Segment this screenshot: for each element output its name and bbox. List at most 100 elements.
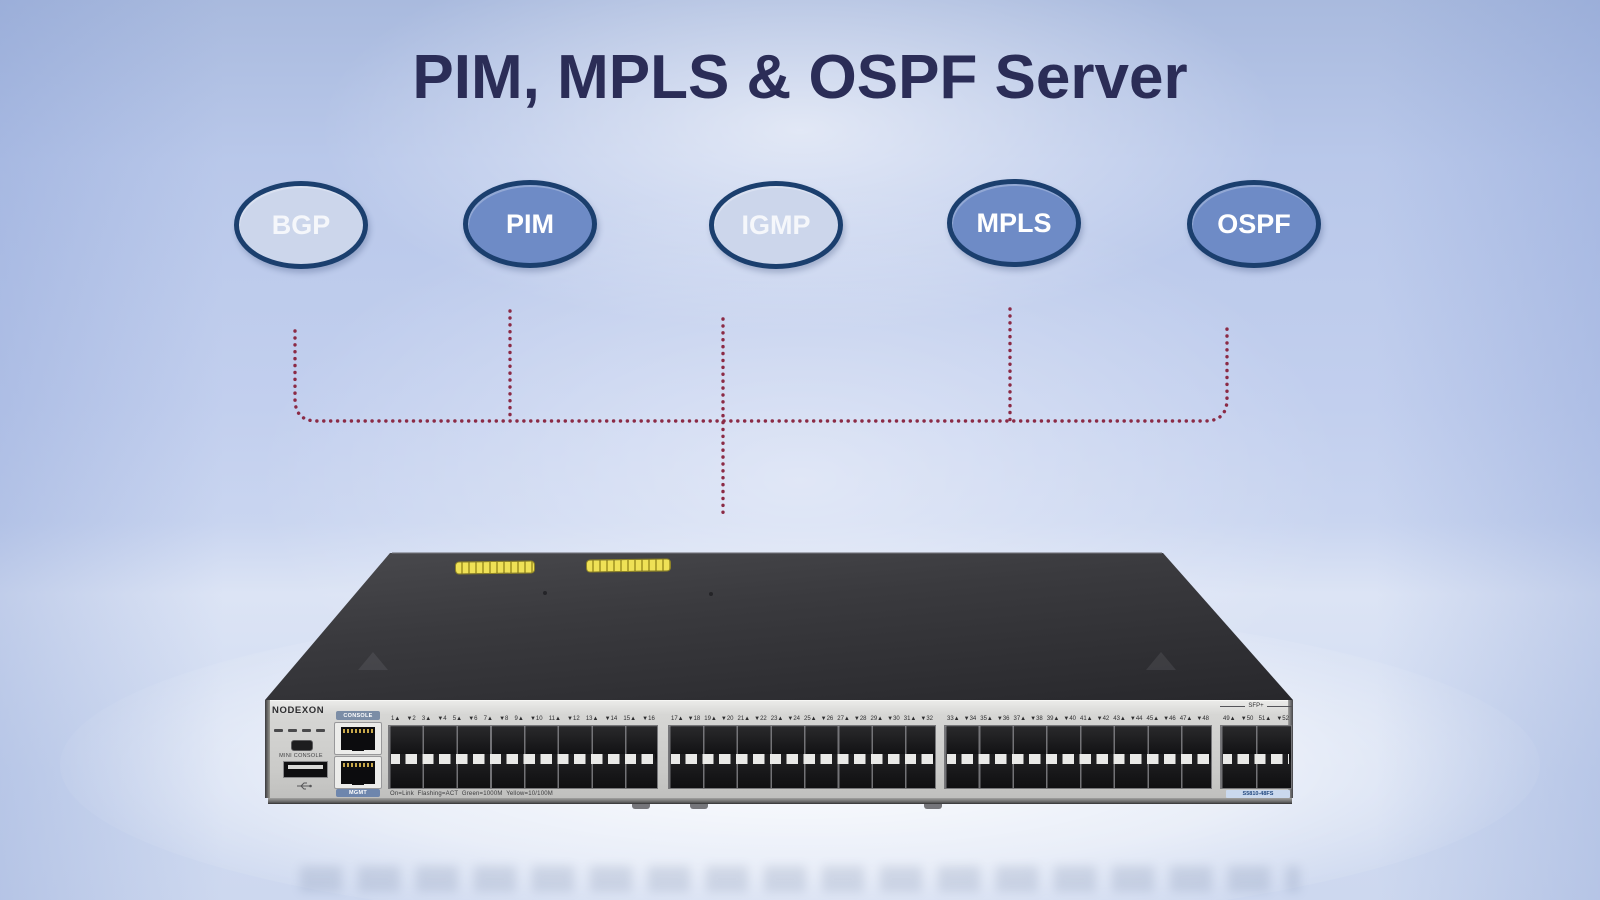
background-glow-top xyxy=(300,0,1300,340)
protocol-bubble-ospf: OSPF xyxy=(1187,180,1321,268)
port-number-label: ▼26 xyxy=(820,716,834,722)
console-port-label: CONSOLE xyxy=(336,711,380,720)
port-number-label: ▼28 xyxy=(853,716,867,722)
rj45-pins xyxy=(343,729,373,733)
port-number-label: ▼40 xyxy=(1063,716,1076,722)
warning-sticker xyxy=(454,560,536,575)
port-number-label: 13▲ xyxy=(585,716,599,722)
status-led xyxy=(316,729,325,732)
port-number-label: 37▲ xyxy=(1013,716,1027,722)
protocol-bubble-igmp: IGMP xyxy=(709,181,843,269)
sfp-cage-grid xyxy=(668,725,936,789)
sfp-plus-label: SFP+ xyxy=(1248,703,1264,709)
port-number-label: ▼48 xyxy=(1196,716,1209,722)
usb-icon xyxy=(297,782,312,790)
rj45-notch xyxy=(352,745,364,751)
port-number-label: ▼14 xyxy=(604,716,618,722)
switch-top-cover xyxy=(265,553,1293,700)
port-number-label: ▼36 xyxy=(996,716,1010,722)
port-number-label: 19▲ xyxy=(704,716,717,722)
port-number-label: ▼12 xyxy=(567,716,580,722)
sfp-plus-caption: SFP+ xyxy=(1220,703,1292,709)
port-number-label: ▼42 xyxy=(1096,716,1110,722)
sfp-cage-grid xyxy=(944,725,1212,789)
port-number-label: ▼22 xyxy=(754,716,767,722)
protocol-bubble-bgp: BGP xyxy=(234,181,368,269)
port-number-label: 31▲ xyxy=(903,716,917,722)
sfp-latches xyxy=(391,754,655,764)
port-number-label: 45▲ xyxy=(1146,716,1160,722)
model-number-badge: S5810-48FS xyxy=(1226,790,1290,798)
port-number-label: 5▲ xyxy=(452,716,463,722)
mgmt-port-label: MGMT xyxy=(336,789,380,797)
usb-tongue xyxy=(288,765,323,769)
sfp-cage-grid xyxy=(388,725,658,789)
port-number-label: 33▲ xyxy=(947,716,960,722)
port-number-label: ▼46 xyxy=(1163,716,1176,722)
port-number-label: 17▲ xyxy=(671,716,684,722)
status-led xyxy=(302,729,311,732)
screw xyxy=(543,591,547,595)
brand-logo: NODEXON xyxy=(272,705,325,716)
switch-bottom-rim xyxy=(268,798,1292,804)
protocol-bubble-pim: PIM xyxy=(463,180,597,268)
port-number-label: ▼50 xyxy=(1240,716,1254,722)
rj45-jack xyxy=(341,761,375,785)
rj45-jack xyxy=(341,727,375,751)
sfp-cage-grid xyxy=(1220,725,1292,789)
port-number-label: ▼16 xyxy=(642,716,655,722)
port-number-label: ▼32 xyxy=(920,716,933,722)
port-number-label: ▼24 xyxy=(787,716,800,722)
port-number-row: 49▲ ▼50 51▲ ▼52 xyxy=(1220,711,1292,722)
port-number-label: 49▲ xyxy=(1223,716,1236,722)
console-rj45-port xyxy=(334,722,382,755)
port-number-label: 27▲ xyxy=(837,716,850,722)
sfp-plus-port-bank: 49▲ ▼50 51▲ ▼52 xyxy=(1220,711,1292,789)
protocol-label: BGP xyxy=(271,209,331,240)
port-number-label: 1▲ xyxy=(391,716,401,722)
sfp-latches xyxy=(1223,754,1289,764)
screw xyxy=(709,592,713,596)
port-number-label: 11▲ xyxy=(548,716,561,722)
status-led xyxy=(288,729,297,732)
rj45-notch xyxy=(352,779,364,785)
caption-line xyxy=(1220,705,1246,707)
sfp-latches xyxy=(947,754,1209,764)
protocol-label: MPLS xyxy=(976,207,1052,238)
port-number-label: 43▲ xyxy=(1113,716,1126,722)
port-number-label: ▼4 xyxy=(437,716,447,722)
status-led xyxy=(274,729,283,732)
warning-sticker xyxy=(585,558,672,573)
switch-top-edge-highlight xyxy=(392,552,1162,554)
port-number-label: ▼18 xyxy=(687,716,701,722)
port-number-label: ▼52 xyxy=(1276,716,1289,722)
port-number-label: 23▲ xyxy=(770,716,784,722)
mini-console-label: MINI CONSOLE xyxy=(279,753,323,759)
sfp-latches xyxy=(671,754,933,764)
port-number-label: 39▲ xyxy=(1046,716,1060,722)
port-number-label: 29▲ xyxy=(870,716,884,722)
caption-line xyxy=(1266,705,1292,707)
port-number-label: ▼20 xyxy=(720,716,734,722)
switch-foot xyxy=(632,804,650,809)
switch-foot xyxy=(924,804,942,809)
port-number-label: ▼6 xyxy=(468,716,478,722)
led-status-legend: On=Link Flashing=ACT Green=1000M Yellow=… xyxy=(390,791,553,797)
protocol-label: IGMP xyxy=(741,209,811,240)
port-number-label: ▼44 xyxy=(1129,716,1143,722)
port-number-label: ▼34 xyxy=(963,716,977,722)
switch-foot xyxy=(690,804,708,809)
status-led-row xyxy=(274,729,325,732)
protocol-label: PIM xyxy=(505,208,554,239)
mgmt-rj45-port xyxy=(334,756,382,789)
port-number-label: 51▲ xyxy=(1258,716,1272,722)
port-number-label: 25▲ xyxy=(804,716,817,722)
port-number-label: ▼38 xyxy=(1030,716,1043,722)
